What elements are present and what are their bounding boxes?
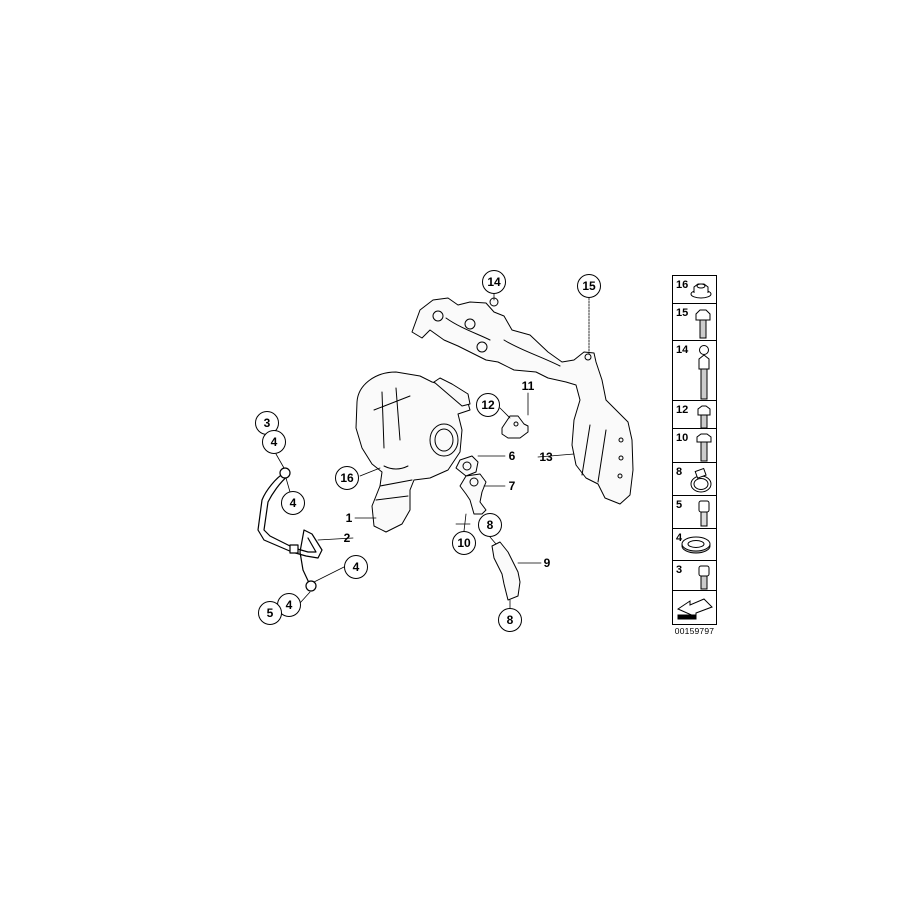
legend-item-5[interactable]: 5 [672,495,717,528]
legend-number: 10 [676,432,689,444]
gasket-part-6 [455,455,479,477]
legend-number: 12 [676,404,689,416]
hose-clamp-icon [690,467,712,493]
sealing-ring-icon [681,536,711,554]
legend-number: 8 [676,466,683,478]
legend-number: 14 [676,344,689,356]
drawing-code: 00159797 [674,626,715,636]
hex-bolt-icon [696,433,712,462]
legend-item-12[interactable]: 12 [672,400,717,429]
legend-number: 4 [676,532,683,544]
label-9[interactable]: 9 [543,556,551,570]
ball-stud-icon [698,345,710,400]
callout-14[interactable]: 14 [482,270,506,294]
label-7[interactable]: 7 [508,479,516,493]
legend-number: 5 [676,499,683,511]
callout-4[interactable]: 4 [262,430,286,454]
legend-item-16[interactable]: 16 [672,275,717,303]
turbocharger-part-1 [355,371,471,533]
legend-number: 3 [676,564,683,576]
hex-bolt-with-washer-icon [697,405,711,429]
callout-15[interactable]: 15 [577,274,601,298]
label-11[interactable]: 11 [521,379,535,393]
callout-10[interactable]: 10 [452,531,476,555]
label-6[interactable]: 6 [508,449,516,463]
legend-item-15[interactable]: 15 [672,303,717,340]
legend-item-14[interactable]: 14 [672,340,717,400]
legend-item-8[interactable]: 8 [672,462,717,495]
label-13[interactable]: 13 [539,450,553,464]
legend-item-3[interactable]: 3 [672,560,717,590]
socket-head-bolt-icon [698,565,710,590]
fastener-legend: 16 15 14 12 10 [672,275,717,625]
label-2[interactable]: 2 [343,531,351,545]
callout-4[interactable]: 4 [281,491,305,515]
legend-number: 16 [676,279,689,291]
legend-number: 15 [676,307,689,319]
label-1[interactable]: 1 [345,511,353,525]
banjo-bolt-icon [698,500,710,527]
callout-4[interactable]: 4 [344,555,368,579]
callout-8[interactable]: 8 [478,513,502,537]
callout-12[interactable]: 12 [476,393,500,417]
hose-part-9 [491,541,521,601]
heat-shield-part-13 [411,297,634,505]
leader-lines [275,293,590,609]
direction-arrow-icon [676,598,713,620]
oil-feed-line-part-2 [257,467,323,592]
hex-flange-bolt-icon [695,309,711,339]
bracket-part-11 [501,415,529,439]
oil-return-pipe-part-7 [459,473,487,515]
legend-item-4[interactable]: 4 [672,528,717,560]
legend-item-10[interactable]: 10 [672,428,717,462]
callout-8[interactable]: 8 [498,608,522,632]
legend-item-direction [672,590,717,625]
callout-16[interactable]: 16 [335,466,359,490]
hex-flange-nut-icon [690,283,712,299]
callout-5[interactable]: 5 [258,601,282,625]
